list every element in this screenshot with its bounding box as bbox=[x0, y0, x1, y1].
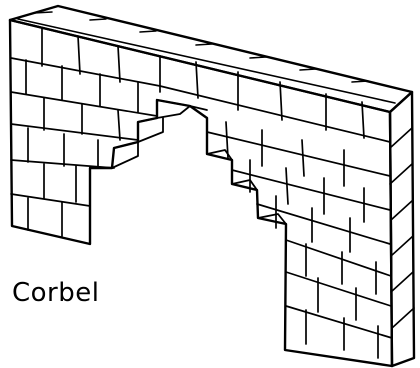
wall-end-face bbox=[390, 92, 414, 366]
corbel-caption: Corbel bbox=[12, 278, 99, 308]
brick-courses-middle bbox=[160, 62, 390, 142]
wall-top-surface bbox=[10, 6, 412, 112]
wall-front-face bbox=[10, 20, 392, 366]
brick-courses-right bbox=[207, 122, 392, 358]
